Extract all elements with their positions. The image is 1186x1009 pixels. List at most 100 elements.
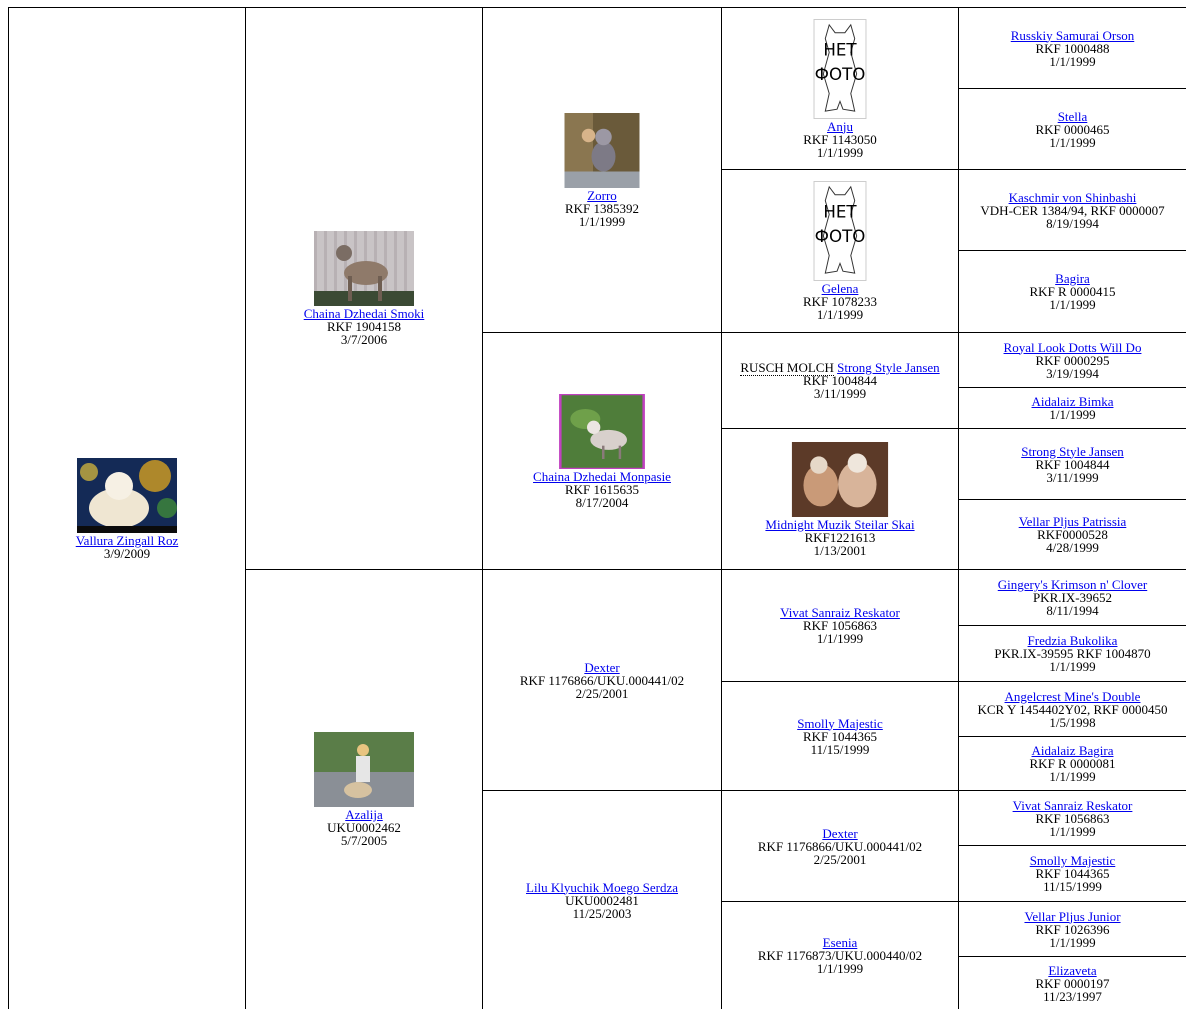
dog-name-row: Bagira (1055, 272, 1090, 285)
registration-number: RKF R 0000415 (1029, 284, 1116, 299)
registration-number: RKF R 0000081 (1029, 756, 1116, 771)
dog-name-link[interactable]: Vellar Pljus Patrissia (1018, 514, 1127, 529)
grey-dog-indoor-photo[interactable] (314, 231, 414, 306)
two-dogs-photo[interactable] (790, 441, 890, 517)
dog-name-row: Lilu Klyuchik Moego Serdza (526, 881, 678, 894)
birth-date: 1/1/1999 (1049, 934, 1096, 950)
dog-name-link[interactable]: Elizaveta (1048, 962, 1097, 978)
registration-number: RKF 1385392 (564, 200, 640, 216)
dog-sitting-by-person-photo[interactable] (552, 112, 652, 188)
grid-line (958, 428, 1186, 429)
dog-name-row: Chaina Dzhedai Monpasie (533, 470, 671, 483)
dog-name-link[interactable]: Gingery's Krimson n' Clover (997, 577, 1148, 592)
dog-name-row: Elizaveta (1048, 964, 1096, 977)
birth-date: 1/1/1999 (816, 144, 864, 160)
birth-date: 1/1/1999 (1049, 823, 1096, 839)
birth-date: 3/9/2009 (103, 545, 151, 561)
dog-name-link[interactable]: Smolly Majestic (1029, 853, 1116, 868)
dog-name-row: Gingery's Krimson n' Clover (998, 578, 1147, 591)
dog-name-link[interactable]: Chaina Dzhedai Monpasie (533, 468, 671, 484)
grid-line (958, 7, 959, 1009)
dog-name-link[interactable]: Azalija (345, 807, 383, 822)
birth-date: 8/19/1994 (1046, 215, 1099, 231)
dog-name-link[interactable]: Vivat Sanraiz Reskator (780, 605, 900, 620)
dog-in-grass-photo[interactable] (552, 393, 652, 469)
grid-line (958, 499, 1186, 500)
dog-name-link[interactable]: Esenia (822, 935, 858, 950)
birth-date: 2/25/2001 (813, 851, 867, 867)
grid-line (958, 169, 1186, 170)
dog-name-row: Russkiy Samurai Orson (1011, 29, 1135, 42)
dog-name-row: Azalija (345, 808, 383, 821)
birth-date: 5/7/2005 (340, 833, 388, 848)
grid-line (721, 790, 1186, 791)
registration-number: RKF 1056863 (802, 618, 878, 633)
dog-name-link[interactable]: Strong Style Jansen (837, 360, 940, 375)
birth-date: 3/11/1999 (1046, 469, 1099, 485)
dog-name-link[interactable]: Dexter (822, 825, 858, 841)
dog-name-link[interactable]: Anju (827, 118, 853, 134)
grid-line (958, 569, 1186, 570)
dog-name-link[interactable]: Lilu Klyuchik Moego Serdza (526, 879, 678, 895)
registration-number: PKR.IX-39595 RKF 1004870 (994, 646, 1151, 661)
birth-date: 1/13/2001 (813, 542, 867, 558)
grid-line (8, 7, 1186, 8)
dog-name-link[interactable]: Russkiy Samurai Orson (1010, 27, 1135, 43)
dog-name-link[interactable]: Royal Look Dotts Will Do (1003, 339, 1142, 355)
registration-number: PKR.IX-39652 (1032, 590, 1113, 605)
birth-date: 1/1/1999 (1049, 659, 1096, 674)
dog-name-link[interactable]: Dexter (584, 659, 620, 675)
dog-name-link[interactable]: Kaschmir von Shinbashi (1008, 189, 1137, 205)
cream-dog-on-bokeh-photo[interactable] (77, 457, 177, 533)
dog-name-link[interactable]: Vallura Zingall Roz (75, 532, 179, 548)
dog-name-link[interactable]: Vivat Sanraiz Reskator (1012, 797, 1133, 813)
dog-name-link[interactable]: Chaina Dzhedai Smoki (303, 306, 425, 321)
dog-name-row: Zorro (587, 189, 617, 202)
dog-name-row: Aidalaiz Bimka (1032, 395, 1114, 408)
dog-name-row: Aidalaiz Bagira (1032, 744, 1114, 757)
birth-date: 8/11/1994 (1046, 603, 1099, 618)
registration-number: RKF 0000295 (1035, 352, 1110, 368)
dog-name-link[interactable]: Aidalaiz Bagira (1031, 743, 1114, 758)
dog-name-row: Midnight Muzik Steilar Skai (765, 518, 914, 531)
registration-number: KCR Y 1454402Y02, RKF 0000450 (977, 701, 1168, 717)
woman-with-dog-on-road-photo[interactable] (314, 732, 414, 807)
birth-date: 3/7/2006 (340, 332, 388, 347)
dog-name-link[interactable]: Bagira (1055, 271, 1090, 286)
birth-date: 3/19/1994 (1046, 365, 1099, 381)
dog-name-link[interactable]: Vellar Pljus Junior (1024, 908, 1121, 924)
dog-name-link[interactable]: Fredzia Bukolika (1027, 633, 1118, 648)
birth-date: 11/25/2003 (572, 905, 632, 921)
dog-name-link[interactable]: Strong Style Jansen (1021, 443, 1124, 459)
dog-name-link[interactable]: Aidalaiz Bimka (1031, 394, 1114, 409)
registration-number: RKF 1176873/UKU.000440/02 (757, 948, 923, 963)
dog-name-link[interactable]: Smolly Majestic (797, 715, 883, 731)
dog-name-link[interactable]: Gelena (821, 281, 859, 296)
birth-date: 2/25/2001 (575, 685, 629, 701)
dog-name-row: Dexter (822, 827, 857, 840)
birth-date: 11/15/1999 (1043, 879, 1102, 894)
registration-number: RKF 0000465 (1035, 121, 1110, 137)
dog-name-link[interactable]: Midnight Muzik Steilar Skai (765, 516, 915, 532)
grid-line (958, 901, 1186, 902)
dog-name-link[interactable]: Stella (1057, 108, 1088, 124)
dog-name-link[interactable]: Angelcrest Mine's Double (1004, 688, 1141, 704)
nophoto-label-line1: НЕТ (823, 40, 857, 59)
dog-name-row: Chaina Dzhedai Smoki (304, 307, 425, 320)
dog-name-link[interactable]: Zorro (587, 187, 617, 203)
registration-number: RKF 1044365 (802, 728, 878, 744)
